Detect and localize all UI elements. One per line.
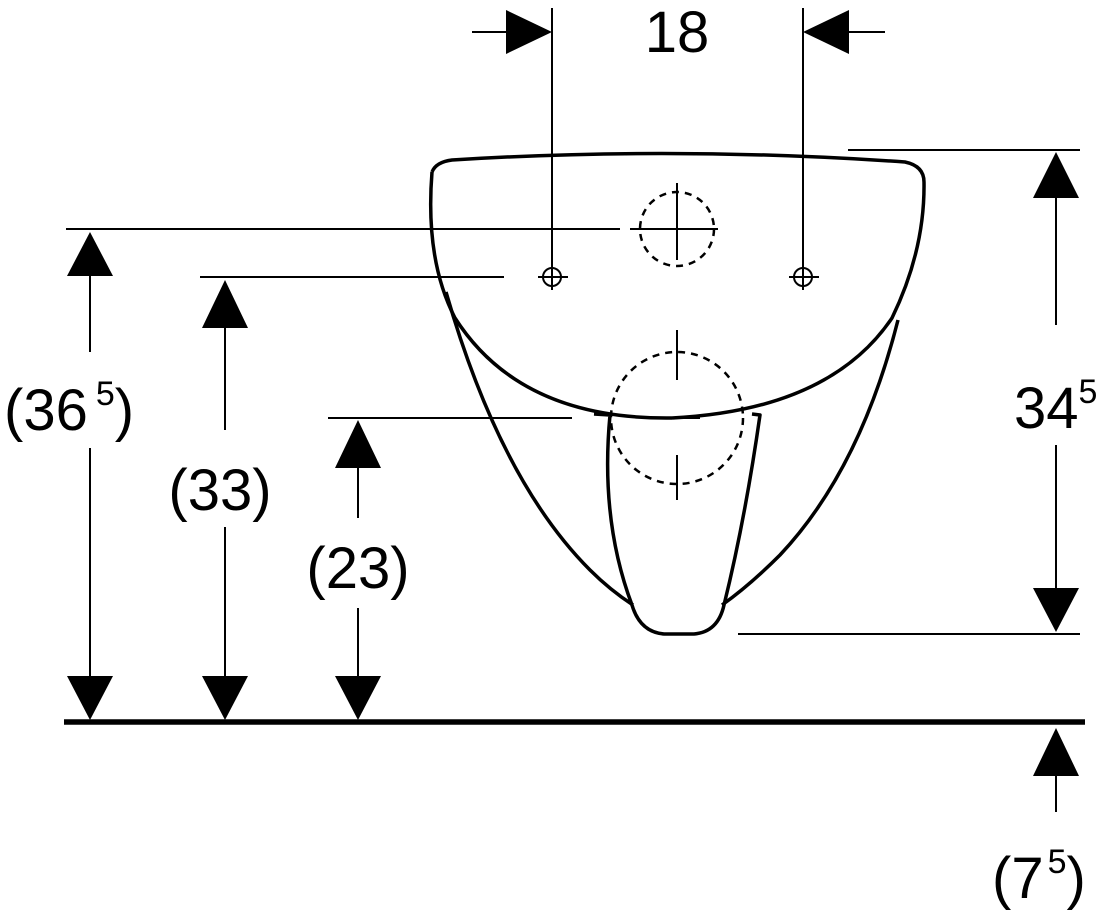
- waste-outlet-circle: [609, 350, 745, 486]
- bowl-left-side: [428, 171, 673, 420]
- bowl-rim: [430, 151, 926, 183]
- body-left-contour: [444, 291, 634, 607]
- hidden-connections: [609, 183, 745, 500]
- dimension-label-23: (23): [306, 536, 409, 601]
- dimension-label-34-5: 345: [1014, 373, 1097, 441]
- dimension-fixing-height: (33): [168, 276, 504, 720]
- dimension-overall-height: 345: [738, 149, 1097, 635]
- dimension-outlet-height: (23): [306, 417, 572, 720]
- bowl-right-side: [671, 181, 926, 420]
- outlet-trap: [593, 412, 762, 636]
- dimension-label-33: (33): [168, 458, 271, 523]
- toilet-outline: [428, 151, 926, 636]
- dimension-label-18: 18: [645, 0, 710, 65]
- body-right-contour: [720, 319, 900, 607]
- dimension-top-spacing: 18: [472, 0, 885, 290]
- fixing-holes: [538, 264, 819, 290]
